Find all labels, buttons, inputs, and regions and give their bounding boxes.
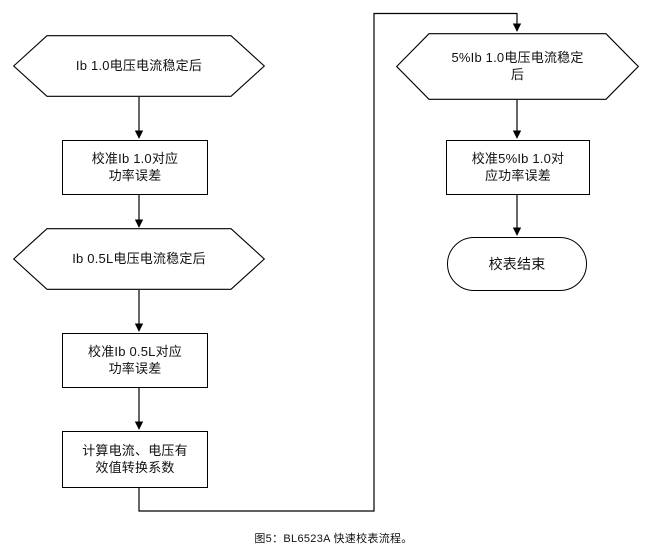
node-5pct-ib-1-0-stable: 5%Ib 1.0电压电流稳定 后 (396, 33, 639, 100)
hexagon-shape (13, 228, 265, 290)
node-label: 5%Ib 1.0电压电流稳定 后 (451, 49, 584, 82)
node-label: Ib 1.0电压电流稳定后 (75, 57, 203, 73)
node-label: 校准Ib 1.0对应 功率误差 (91, 150, 179, 183)
figure-caption: 图5：BL6523A 快速校表流程。 (254, 533, 413, 545)
hexagon-shape (13, 35, 265, 97)
node-ib-1-0-stable: Ib 1.0电压电流稳定后 (13, 35, 265, 97)
node-label: 校准Ib 0.5L对应 功率误差 (88, 343, 182, 376)
node-label: 校表结束 (488, 255, 546, 272)
edge-node5-node6 (138, 12, 522, 512)
node-calibration-end: 校表结束 (447, 237, 587, 291)
node-label: Ib 0.5L电压电流稳定后 (72, 250, 206, 266)
node-label: 校准5%Ib 1.0对 应功率误差 (471, 150, 565, 183)
node-ib-0-5l-stable: Ib 0.5L电压电流稳定后 (13, 228, 265, 290)
node-compute-rms-coeff: 计算电流、电压有 效值转换系数 (62, 431, 208, 488)
node-calib-ib-0-5l: 校准Ib 0.5L对应 功率误差 (62, 333, 208, 388)
node-calib-ib-1-0: 校准Ib 1.0对应 功率误差 (62, 140, 208, 195)
hexagon-shape (396, 33, 639, 100)
node-calib-5pct-ib-1-0: 校准5%Ib 1.0对 应功率误差 (446, 140, 590, 195)
node-label: 计算电流、电压有 效值转换系数 (82, 442, 188, 475)
